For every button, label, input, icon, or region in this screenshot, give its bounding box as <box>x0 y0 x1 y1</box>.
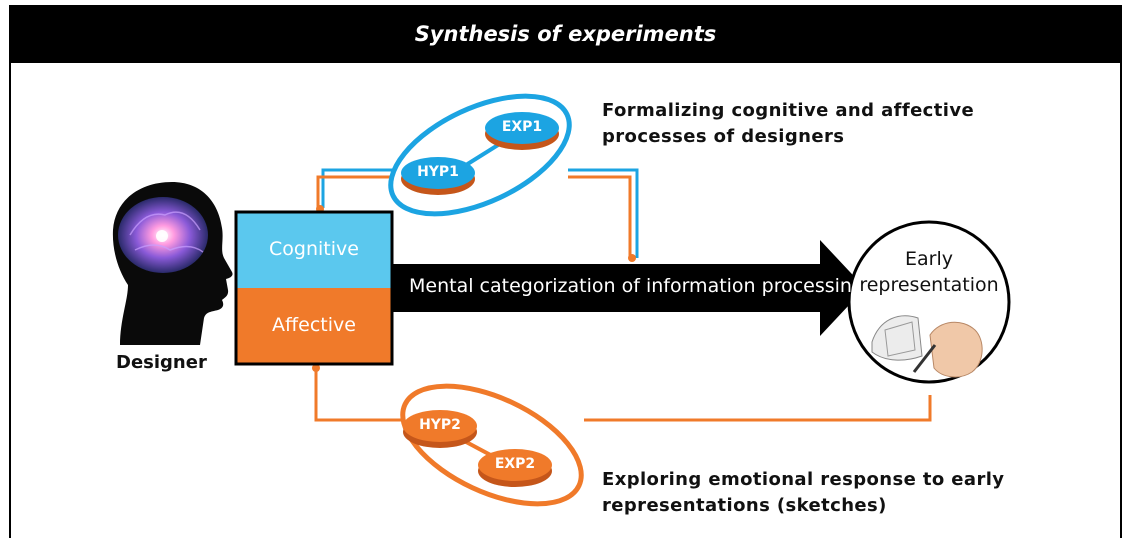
top-desc-line-2: processes of designers <box>602 126 845 147</box>
exp1-node: EXP1 <box>501 119 543 135</box>
bottom-description: Exploring emotional response to early re… <box>602 467 1004 519</box>
bottom-connector <box>312 364 932 422</box>
early-line-1: Early <box>905 248 953 270</box>
top-connector <box>316 168 639 262</box>
bottom-desc-line-2: representations (sketches) <box>602 495 887 516</box>
head-brain-icon <box>112 182 233 345</box>
early-line-2: representation <box>859 274 999 296</box>
top-description: Formalizing cognitive and affective proc… <box>602 98 974 150</box>
sketching-hand-icon <box>871 315 983 378</box>
top-group <box>388 93 572 217</box>
hyp2-node: HYP2 <box>419 417 461 433</box>
early-representation-label: Early representation <box>849 246 1009 298</box>
cognitive-label: Cognitive <box>269 238 359 260</box>
process-arrow <box>392 240 865 336</box>
slide-frame <box>9 5 1122 538</box>
bottom-group <box>400 383 584 507</box>
title-bar: Synthesis of experiments <box>9 5 1122 63</box>
hyp1-node: HYP1 <box>417 164 459 180</box>
page-title: Synthesis of experiments <box>414 22 717 46</box>
designer-label: Designer <box>116 352 207 373</box>
top-desc-line-1: Formalizing cognitive and affective <box>602 100 975 121</box>
affective-label: Affective <box>272 314 356 336</box>
cognitive-affective-box <box>234 210 394 366</box>
exp2-node: EXP2 <box>494 456 536 472</box>
arrow-label: Mental categorization of information pro… <box>409 275 865 297</box>
bottom-desc-line-1: Exploring emotional response to early <box>602 469 1005 490</box>
